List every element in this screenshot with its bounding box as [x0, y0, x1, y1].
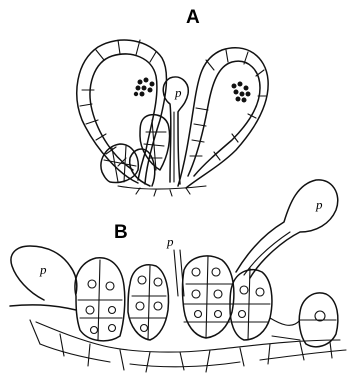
panel-a-p-label: p: [174, 85, 182, 100]
panel-b-p-label-center: p: [166, 234, 174, 249]
panel-a-base: [118, 186, 206, 196]
panel-a-label: A: [186, 7, 200, 28]
panel-b-p-label-left: p: [39, 262, 47, 277]
panel-b-right-paraphysis: [236, 180, 338, 278]
panel-b-basal-tissue: [10, 305, 346, 372]
panel-a-right-nuclei: [232, 82, 251, 103]
panel-a-left-nuclei: [134, 78, 155, 97]
panel-b-p-label-right: p: [315, 197, 323, 212]
panel-a-right-sac: [178, 48, 268, 188]
panel-b-label: B: [114, 222, 128, 243]
panel-b: B p p p: [10, 180, 346, 372]
panel-b-cell-groups: [75, 256, 338, 347]
panel-a: A p: [77, 7, 268, 196]
